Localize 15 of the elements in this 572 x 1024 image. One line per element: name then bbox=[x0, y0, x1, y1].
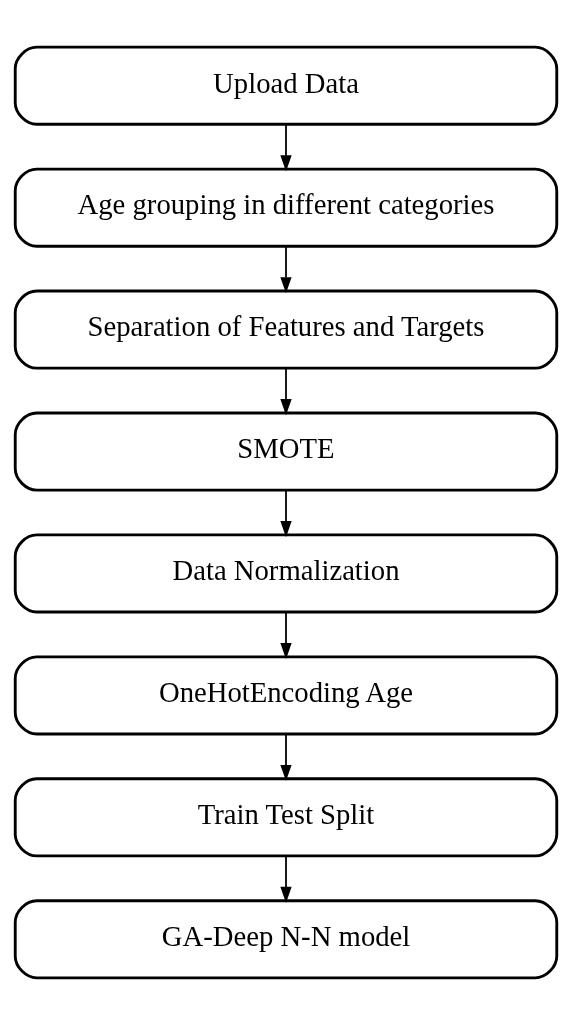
arrow bbox=[280, 854, 292, 903]
node-box: GA-Deep N-N model bbox=[13, 898, 559, 979]
node-box: Separation of Features and Targets bbox=[13, 289, 559, 370]
arrow bbox=[280, 610, 292, 659]
arrow bbox=[280, 122, 292, 171]
arrow bbox=[280, 244, 292, 293]
arrow bbox=[280, 488, 292, 537]
node-box: Upload Data bbox=[13, 45, 559, 126]
node-box: Age grouping in different categories bbox=[13, 167, 559, 248]
arrow bbox=[280, 732, 292, 781]
node-box: Train Test Split bbox=[13, 776, 559, 857]
node-box: Data Normalization bbox=[13, 532, 559, 613]
arrow bbox=[280, 366, 292, 415]
node-box: OneHotEncoding Age bbox=[13, 654, 559, 735]
node-box: SMOTE bbox=[13, 411, 559, 492]
